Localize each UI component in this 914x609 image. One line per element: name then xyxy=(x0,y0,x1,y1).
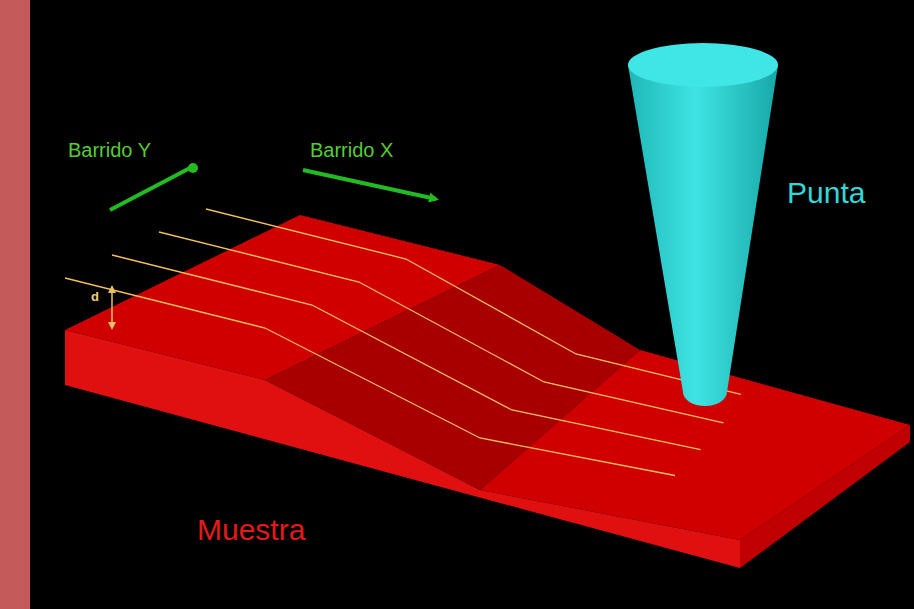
sample-label: Muestra xyxy=(197,515,305,545)
scan-y-dot xyxy=(188,163,198,173)
scan-label: Barrido X xyxy=(310,140,393,160)
tip-label: Punta xyxy=(787,178,865,208)
sample-block xyxy=(65,215,910,568)
scan-line xyxy=(65,278,675,476)
side-strip xyxy=(0,0,30,609)
scan-line xyxy=(112,255,701,450)
scan-x-arrow xyxy=(303,170,436,199)
scan-lines xyxy=(65,209,741,476)
scan-line xyxy=(159,232,724,423)
scan-y-arrow xyxy=(110,168,190,210)
distance-label: d xyxy=(91,290,99,303)
distance-arrow xyxy=(111,287,113,328)
scan-label: Barrido Y xyxy=(68,140,151,160)
probe-tip xyxy=(628,43,778,406)
